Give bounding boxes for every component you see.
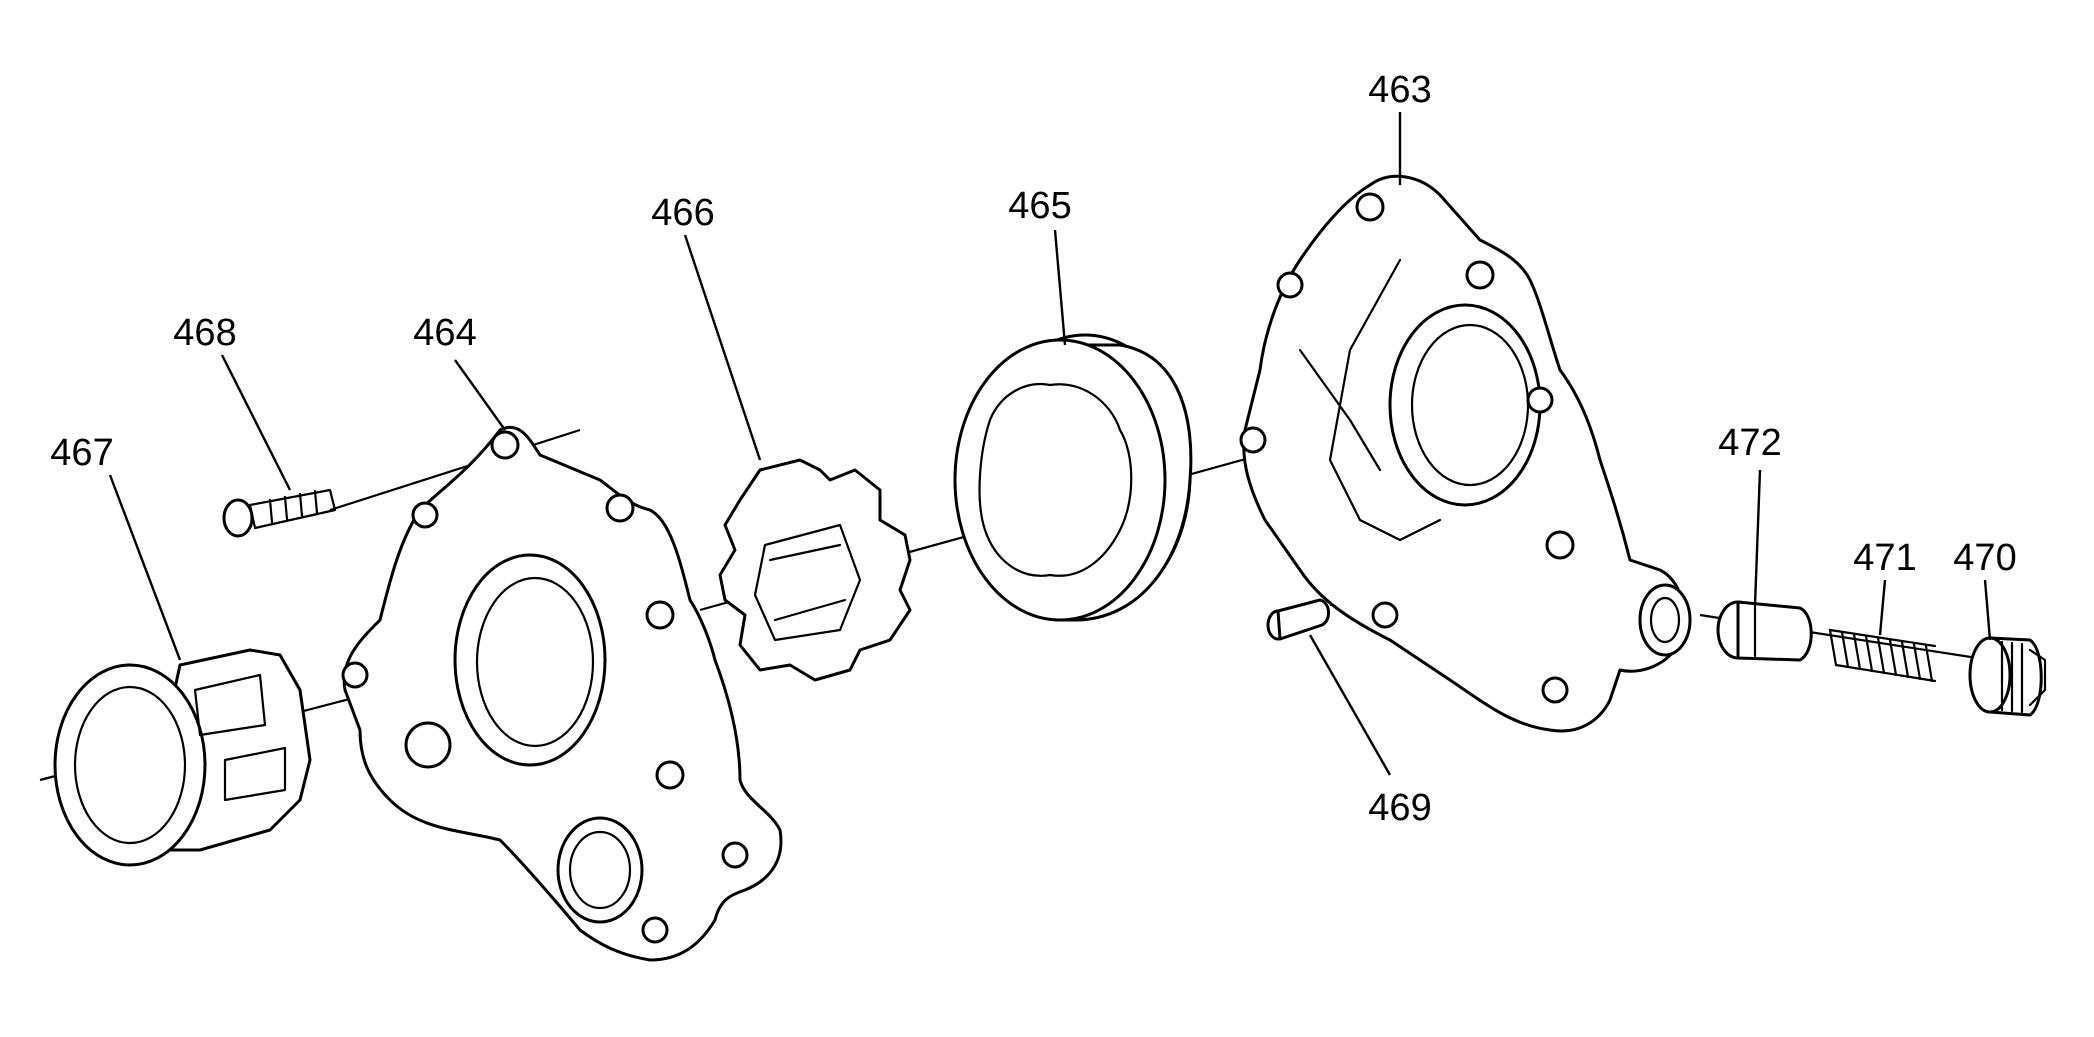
part-467-sleeve (53, 648, 312, 867)
leader-lines (108, 112, 1992, 776)
callout-465: 465 (1008, 185, 1071, 227)
callout-labels: 463 464 465 466 467 468 469 470 471 472 (50, 69, 2016, 829)
part-465-outer-rotor (953, 333, 1193, 622)
part-468-bolt (222, 488, 337, 538)
callout-467: 467 (50, 432, 113, 474)
part-472-valve (1716, 600, 1813, 662)
callout-472: 472 (1718, 422, 1781, 464)
callout-469: 469 (1368, 787, 1431, 829)
leader-464 (454, 359, 506, 431)
callout-468: 468 (173, 312, 236, 354)
part-471-spring (1828, 628, 1937, 683)
part-470-plug (1968, 636, 2047, 717)
callout-464: 464 (413, 312, 476, 354)
leader-471 (1878, 579, 1887, 636)
callout-471: 471 (1853, 537, 1916, 579)
leader-466 (683, 234, 762, 461)
leader-470 (1983, 579, 1992, 641)
callout-463: 463 (1368, 69, 1431, 111)
part-466-inner-gear (718, 458, 912, 682)
callout-470: 470 (1953, 537, 2016, 579)
leader-465 (1053, 229, 1067, 346)
leader-469 (1308, 634, 1392, 776)
callout-466: 466 (651, 192, 714, 234)
leader-472 (1753, 469, 1762, 606)
part-464-front-cover (341, 426, 783, 962)
leader-467 (108, 474, 182, 661)
leader-468 (220, 354, 292, 491)
part-463-pump-housing (1239, 174, 1692, 733)
part-469-dowel-pin (1266, 598, 1330, 641)
